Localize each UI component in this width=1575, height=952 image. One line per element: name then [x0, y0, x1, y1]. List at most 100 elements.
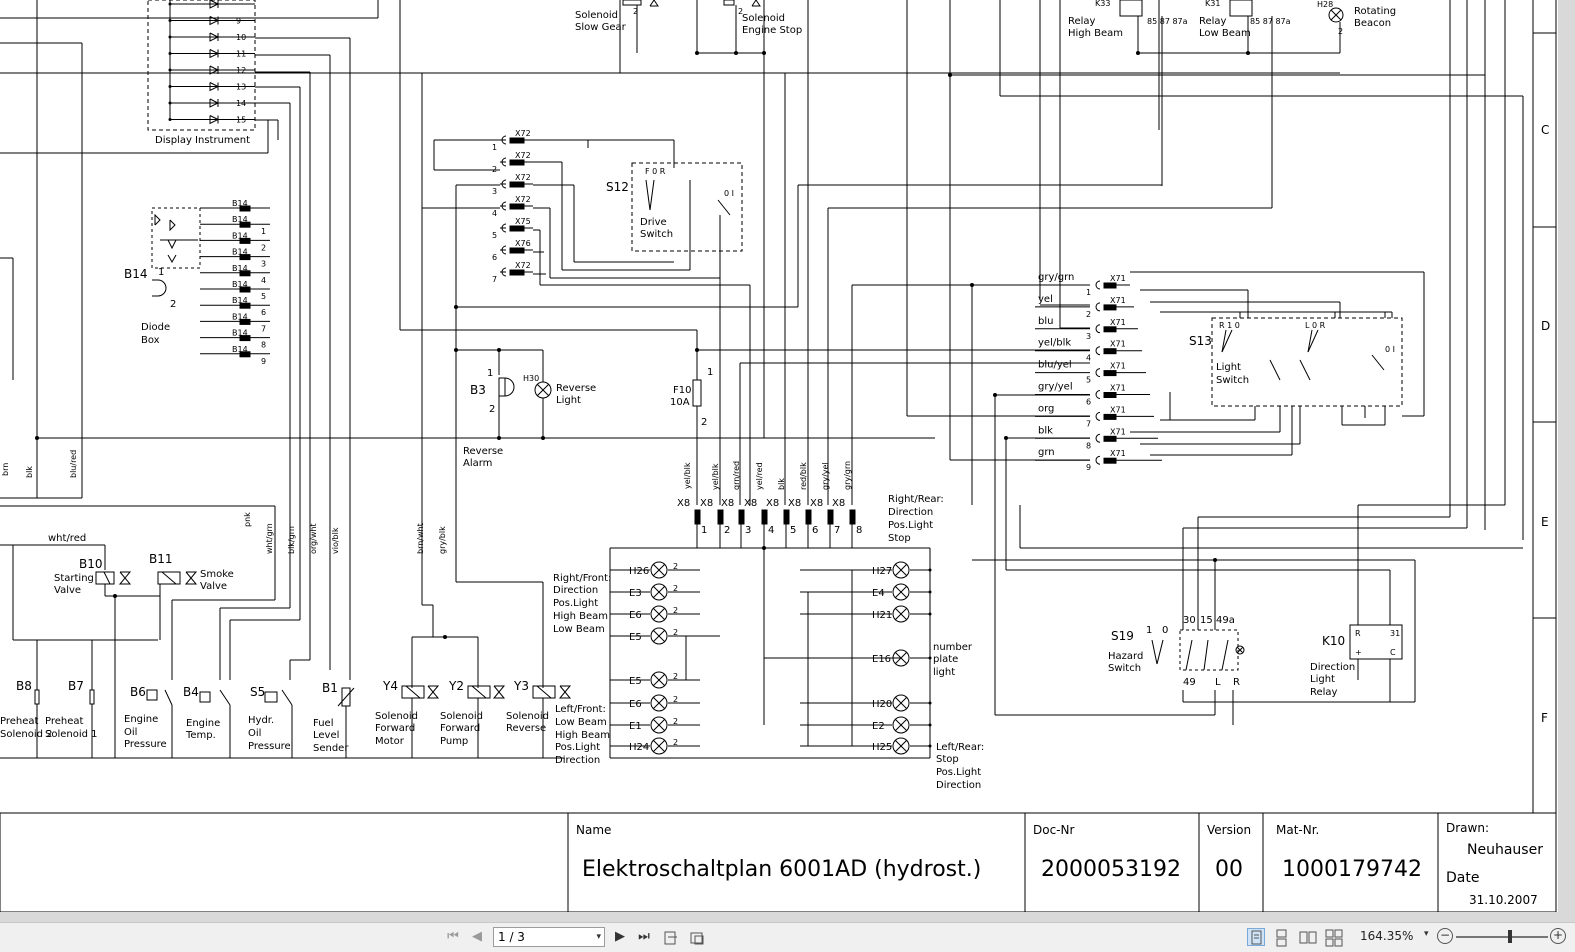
x71-connector-label: X71 — [1110, 427, 1126, 436]
plate-1: number — [933, 642, 973, 653]
connector-pin — [1103, 326, 1117, 333]
document-viewport[interactable]: C D E F Name Elektroschaltplan 6001AD (h… — [0, 0, 1575, 922]
lamp-icon — [892, 561, 910, 579]
b6-label: B6 — [130, 685, 146, 699]
lamp-icon — [650, 583, 668, 601]
b14-connector-label: B14 — [232, 231, 248, 240]
lamp-icon — [892, 737, 910, 755]
x8-connector-label: X8 — [810, 498, 823, 509]
hazard-switch-2: Switch — [1108, 663, 1141, 674]
connector-pin — [1103, 348, 1117, 355]
pin-number: 3 — [1086, 332, 1091, 341]
engine-oil-3: Pressure — [124, 739, 167, 750]
svg-text:R 1 0: R 1 0 — [1219, 321, 1240, 330]
preheat1-2: Solenoid 1 — [45, 729, 98, 740]
x8-wire-label: grn/red — [732, 461, 741, 490]
x71-connector-label: X71 — [1110, 296, 1126, 305]
connector-pin — [509, 181, 525, 188]
x8-wire-label: blk — [777, 478, 786, 490]
x8-connector: X81X82yel/blkX83grn/redX84yel/redX85blkX… — [609, 461, 944, 759]
connector-pin — [761, 509, 768, 525]
lamp-label: E6 — [629, 610, 642, 621]
pin-number: 5 — [492, 231, 497, 240]
pin-number: 4 — [492, 209, 497, 218]
pin-number: 8 — [1086, 441, 1091, 450]
lamp-label: E6 — [629, 699, 642, 710]
two-page-view-icon[interactable] — [1298, 928, 1317, 946]
continuous-view-icon[interactable] — [1272, 928, 1290, 947]
connector-pin — [239, 318, 251, 325]
lamp-icon — [892, 583, 910, 601]
pin-number: 6 — [492, 253, 497, 262]
x72-connector-label: X72 — [515, 195, 531, 204]
x8-connector-label: X8 — [744, 498, 757, 509]
x8-connector-label: X8 — [700, 498, 713, 509]
x72-connector-label: X72 — [515, 261, 531, 270]
last-page-button[interactable]: ⏭ — [638, 929, 650, 944]
connector-pin — [738, 509, 745, 525]
b8-label: B8 — [16, 679, 32, 693]
pin-number: 2 — [673, 584, 678, 593]
connector-pin — [783, 509, 790, 525]
next-page-button[interactable]: ▶ — [615, 929, 625, 944]
lamp-label: E2 — [872, 721, 885, 732]
pin-number: 7 — [261, 324, 266, 333]
lamp-label: E1 — [629, 721, 642, 732]
zoom-slider-handle[interactable] — [1508, 930, 1512, 943]
left-bus-wires: brn blk blu/red — [0, 0, 935, 641]
pin-number: 4 — [1086, 354, 1091, 363]
pin-number: 2 — [724, 525, 730, 536]
svg-text:31: 31 — [1390, 629, 1400, 638]
single-page-view-icon[interactable] — [1247, 928, 1265, 946]
connector-pin — [509, 247, 525, 254]
previous-page-button[interactable]: ◀ — [472, 929, 482, 944]
svg-text:2: 2 — [738, 7, 743, 16]
y3-label: Y3 — [513, 679, 529, 693]
two-page-continuous-icon[interactable] — [1324, 928, 1343, 947]
drive-switch-2: Switch — [640, 229, 673, 240]
right-front-3: Pos.Light — [553, 598, 598, 609]
svg-text:15: 15 — [1200, 615, 1213, 626]
zoom-in-button[interactable]: + — [1550, 928, 1566, 944]
pin-number: 9 — [261, 357, 266, 366]
zoom-level[interactable]: 164.35% — [1360, 929, 1414, 943]
pin-number: 8 — [261, 341, 266, 350]
drawn-label: Drawn: — [1446, 821, 1489, 835]
lamp-icon — [892, 716, 910, 734]
zoom-dropdown-icon[interactable]: ▾ — [1424, 929, 1429, 939]
svg-text:F 0 R: F 0 R — [645, 167, 666, 176]
starting-valve-2: Valve — [54, 585, 81, 596]
pin-number: 14 — [236, 99, 246, 108]
pin-number: 3 — [745, 525, 751, 536]
lamp-label: E4 — [872, 588, 885, 599]
connector-pin — [1103, 392, 1117, 398]
connector-pin — [239, 335, 251, 342]
left-front-1: Left/Front: — [555, 704, 606, 715]
zoom-slider-track[interactable] — [1456, 936, 1548, 938]
reverse-alarm-light: B3 1 2 Reverse Alarm H30 Reverse Light — [454, 348, 596, 469]
first-page-button[interactable]: ⏮ — [447, 929, 459, 944]
svg-text:R: R — [1355, 629, 1361, 638]
y2-1: Solenoid — [440, 711, 483, 722]
fit-page-icon[interactable] — [661, 928, 679, 946]
title-block: Name Elektroschaltplan 6001AD (hydrost.)… — [0, 812, 1557, 912]
wire-pnk: pnk — [243, 512, 252, 527]
b14-connector-label: B14 — [232, 264, 248, 273]
lamp-label: E16 — [872, 654, 891, 665]
reverse-light-1: Reverse — [556, 383, 596, 394]
fit-width-icon[interactable] — [687, 928, 705, 946]
page-number-select[interactable]: 1 / 3 ▾ — [493, 927, 605, 947]
b4-label: B4 — [183, 685, 199, 699]
b14-connector-label: B14 — [232, 345, 248, 354]
hydr-oil-3: Pressure — [248, 741, 291, 752]
connector-pin — [1103, 282, 1117, 289]
svg-text:K31: K31 — [1205, 0, 1220, 8]
zoom-out-button[interactable]: − — [1437, 928, 1453, 944]
b7-label: B7 — [68, 679, 84, 693]
diode-box-b14: B14B141B142B143B144B145B146B147B148B149 … — [124, 199, 270, 366]
preheat2-2: Solenoid 2 — [0, 729, 53, 740]
wire-org-wht: org/wht — [309, 523, 318, 554]
preheat2-1: Preheat — [0, 716, 39, 727]
connector-pin — [805, 509, 812, 525]
